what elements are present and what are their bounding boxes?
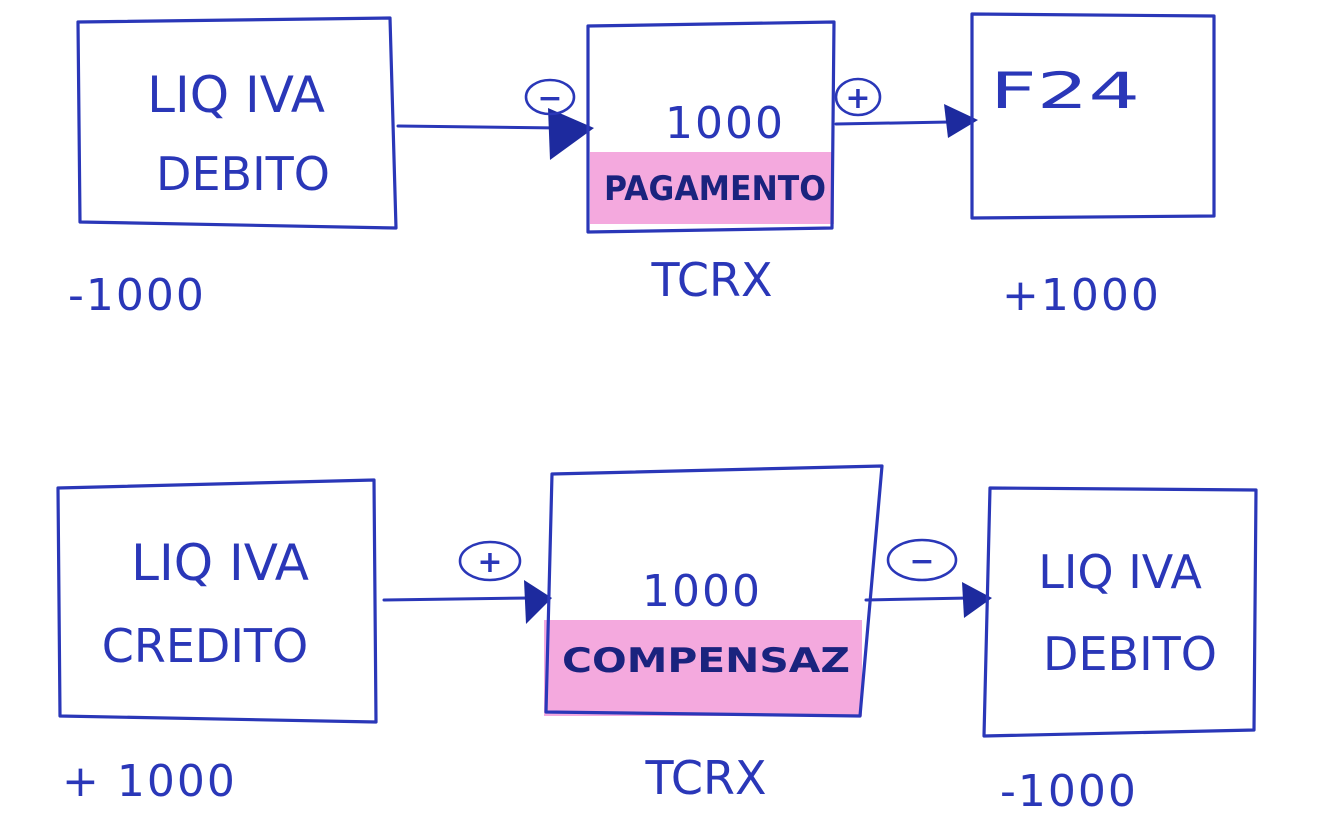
bottom-source-box: LIQ IVA CREDITO xyxy=(56,478,378,724)
bottom-row: LIQ IVA CREDITO + 1000 + 1000 COMPENSAZ … xyxy=(56,464,1258,817)
bottom-middle-box: 1000 COMPENSAZ xyxy=(544,464,884,718)
top-middle-value: 1000 xyxy=(665,98,785,149)
bottom-source-amount: + 1000 xyxy=(62,756,237,807)
bottom-arrow-out xyxy=(864,582,992,618)
bottom-arrow-out-head xyxy=(962,582,992,618)
bottom-plus-sign: + xyxy=(458,540,522,582)
bottom-arrow-in xyxy=(382,580,552,624)
top-middle-box: 1000 PAGAMENTO xyxy=(586,20,836,234)
bottom-minus-sign-circle xyxy=(886,538,958,582)
top-plus-sign-circle xyxy=(834,77,882,117)
bottom-target-box-line1: LIQ IVA xyxy=(1038,545,1202,599)
top-middle-caption: TCRX xyxy=(651,253,773,307)
bottom-target-amount: -1000 xyxy=(1000,766,1138,817)
bottom-middle-tag: COMPENSAZ xyxy=(562,641,850,681)
bottom-plus-sign-circle xyxy=(458,540,522,582)
top-row: LIQ IVA DEBITO -1000 − 1000 PAGAMENTO TC… xyxy=(68,12,1216,321)
top-middle-box-frame xyxy=(586,20,836,234)
top-target-amount: +1000 xyxy=(1002,270,1161,321)
top-source-box-line1: LIQ IVA xyxy=(147,66,325,124)
bottom-target-box: LIQ IVA DEBITO xyxy=(982,486,1258,738)
top-minus-sign-symbol: − xyxy=(537,81,562,116)
bottom-arrow-in-head xyxy=(524,580,552,624)
top-minus-sign-circle xyxy=(524,78,576,116)
bottom-target-box-line2: DEBITO xyxy=(1043,627,1217,681)
top-minus-sign: − xyxy=(524,78,576,116)
top-source-box-line2: DEBITO xyxy=(156,147,330,201)
top-plus-sign-symbol: + xyxy=(845,81,870,116)
top-arrow-in xyxy=(396,108,594,160)
bottom-middle-highlight xyxy=(544,620,862,716)
top-target-box: F24 xyxy=(970,12,1216,220)
bottom-middle-caption: TCRX xyxy=(645,751,767,805)
top-middle-highlight xyxy=(590,152,834,224)
bottom-arrow-in-shaft xyxy=(382,596,532,602)
top-arrow-out-shaft xyxy=(834,120,952,126)
top-source-box-frame xyxy=(76,16,398,230)
top-arrow-out xyxy=(834,104,978,138)
top-arrow-out-head xyxy=(944,104,978,138)
top-arrow-in-head xyxy=(548,108,594,160)
bottom-arrow-out-shaft xyxy=(864,596,972,602)
bottom-source-box-line1: LIQ IVA xyxy=(131,534,309,592)
top-target-title: F24 xyxy=(990,62,1140,120)
bottom-source-box-frame xyxy=(56,478,378,724)
top-plus-sign: + xyxy=(834,77,882,117)
top-source-box: LIQ IVA DEBITO xyxy=(76,16,398,230)
bottom-plus-sign-symbol: + xyxy=(477,545,502,580)
bottom-middle-box-frame xyxy=(544,464,884,718)
top-source-amount: -1000 xyxy=(68,270,206,321)
top-target-box-frame xyxy=(970,12,1216,220)
top-arrow-in-shaft xyxy=(396,124,562,130)
bottom-target-box-frame xyxy=(982,486,1258,738)
bottom-source-box-line2: CREDITO xyxy=(102,619,308,673)
bottom-minus-sign-symbol: − xyxy=(909,544,934,579)
bottom-middle-value: 1000 xyxy=(642,566,762,617)
top-middle-tag: PAGAMENTO xyxy=(604,169,826,209)
bottom-minus-sign: − xyxy=(886,538,958,582)
